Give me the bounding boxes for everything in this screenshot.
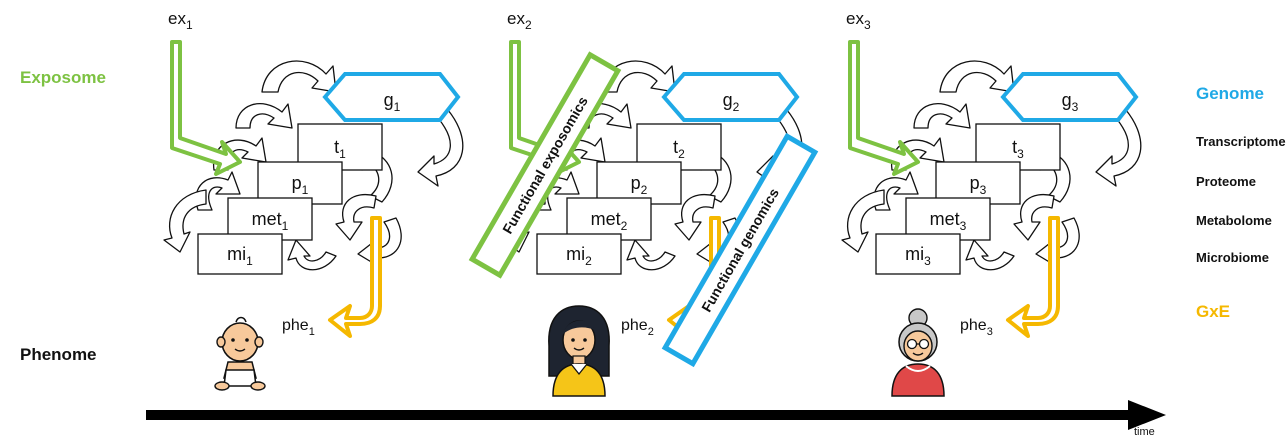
proteome-label-stage-1: p1 (292, 173, 309, 197)
exposure-label-stage-3: ex3 (846, 9, 871, 32)
gxe-label: GxE (1196, 302, 1231, 321)
proteome-label-stage-2: p2 (631, 173, 648, 197)
genome-hexagon (661, 72, 800, 122)
metabolome-box (566, 197, 652, 241)
microbiome-box (536, 233, 622, 275)
proteome-label-stage-3: p3 (970, 173, 987, 197)
proteome-label: Proteome (1196, 174, 1256, 189)
phenotype-label-stage-3: phe3 (960, 317, 993, 338)
exposure-label-stage-2: ex2 (507, 9, 532, 32)
stage-1 (163, 40, 464, 391)
microbiome-label-stage-3: mi3 (905, 244, 931, 268)
elderly-woman-icon (891, 308, 945, 397)
transcriptome-label-stage-2: t2 (673, 137, 685, 161)
microbiome-box (875, 233, 961, 275)
exposure-label-stage-1: ex1 (168, 9, 193, 32)
metabolome-box (227, 197, 313, 241)
gxe-arrow (328, 216, 382, 338)
transcriptome-label-stage-3: t3 (1012, 137, 1024, 161)
proteome-box (257, 161, 343, 205)
metabolome-label-stage-2: met2 (591, 209, 628, 233)
phenome-label: Phenome (20, 345, 97, 364)
genome-label: Genome (1196, 84, 1265, 103)
exposure-arrow (170, 40, 242, 176)
stage-3 (841, 40, 1142, 397)
gxe-arrow (1006, 216, 1060, 338)
microbiome-label: Microbiome (1196, 250, 1269, 265)
phenotype-label-stage-1: phe1 (282, 317, 315, 338)
transcriptome-label-stage-1: t1 (334, 137, 346, 161)
genome-label-stage-2: g2 (723, 90, 740, 114)
exposure-arrow (848, 40, 920, 176)
genome-hexagon (322, 72, 461, 122)
timeline-arrow (146, 400, 1166, 430)
genome-label-stage-3: g3 (1062, 90, 1079, 114)
metabolome-label: Metabolome (1196, 213, 1272, 228)
phenotype-label-stage-2: phe2 (621, 317, 654, 338)
baby-icon (214, 316, 266, 391)
genome-hexagon (1000, 72, 1139, 122)
woman-icon (548, 305, 610, 397)
microbiome-label-stage-1: mi1 (227, 244, 253, 268)
genome-label-stage-1: g1 (384, 90, 401, 114)
exposome-label: Exposome (20, 68, 106, 87)
metabolome-label-stage-1: met1 (252, 209, 289, 233)
microbiome-box (197, 233, 283, 275)
microbiome-label-stage-2: mi2 (566, 244, 592, 268)
transcriptome-label: Transcriptome (1196, 134, 1286, 149)
time-label: time (1134, 426, 1155, 438)
metabolome-label-stage-3: met3 (930, 209, 967, 233)
